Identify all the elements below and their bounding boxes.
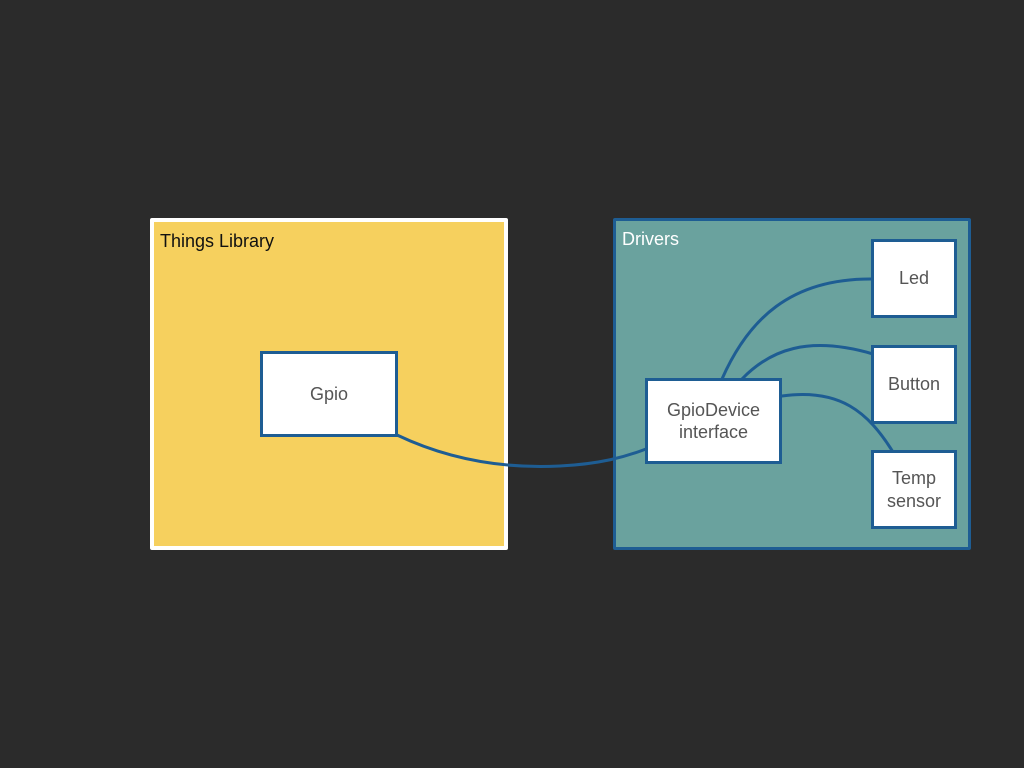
gpio-node: Gpio xyxy=(260,351,398,437)
temp-sensor-node: Temp sensor xyxy=(871,450,957,529)
button-node: Button xyxy=(871,345,957,424)
drivers-title: Drivers xyxy=(622,229,679,249)
led-node: Led xyxy=(871,239,957,318)
gpio-device-interface-node: GpioDevice interface xyxy=(645,378,782,464)
things-library-title: Things Library xyxy=(160,231,275,251)
